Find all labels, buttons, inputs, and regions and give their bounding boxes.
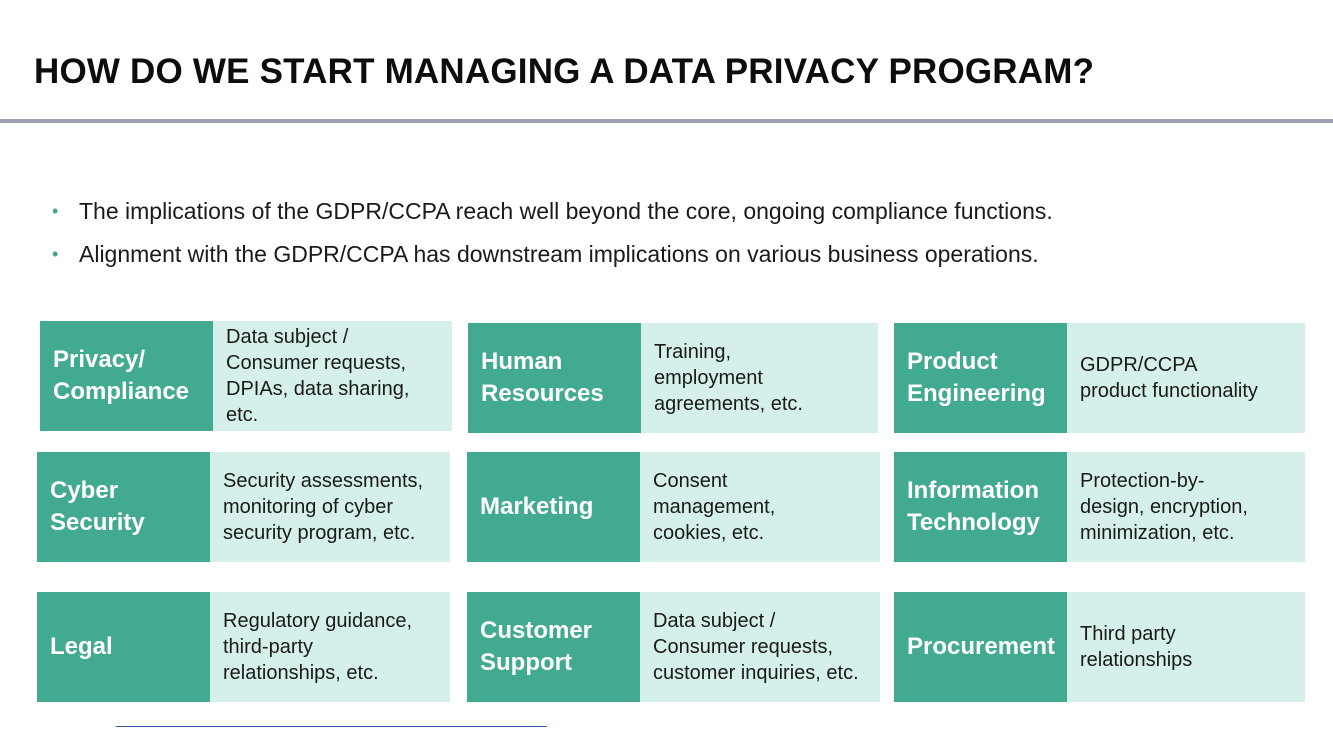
bullet-item: • The implications of the GDPR/CCPA reac…: [50, 190, 1053, 233]
card-marketing: Marketing Consent management, cookies, e…: [467, 452, 880, 562]
card-description: Security assessments, monitoring of cybe…: [210, 452, 450, 562]
bullet-text: Alignment with the GDPR/CCPA has downstr…: [79, 241, 1039, 267]
card-description-text: Regulatory guidance, third-party relatio…: [223, 610, 413, 684]
footer-link-underline: [116, 726, 547, 727]
card-heading-text: Human Resources: [481, 348, 604, 407]
card-heading-text: Procurement: [907, 633, 1056, 660]
bullet-dot-icon: •: [52, 201, 59, 221]
card-heading-text: Marketing: [480, 493, 594, 520]
card-heading-text: Legal: [50, 633, 113, 660]
card-description-text: Data subject / Consumer requests, DPIAs,…: [226, 326, 410, 426]
card-procurement: Procurement Third party relationships: [894, 592, 1305, 702]
card-heading: Legal: [37, 592, 210, 702]
card-description-text: Security assessments, monitoring of cybe…: [223, 470, 424, 544]
card-customer-support: Customer Support Data subject / Consumer…: [467, 592, 880, 702]
card-heading-text: Customer Support: [480, 617, 593, 676]
card-human-resources: Human Resources Training, employment agr…: [468, 323, 878, 433]
card-description: Training, employment agreements, etc.: [641, 323, 878, 433]
card-description-text: Protection-by- design, encryption, minim…: [1080, 470, 1248, 544]
bullet-text: The implications of the GDPR/CCPA reach …: [79, 198, 1053, 224]
card-heading: Marketing: [467, 452, 640, 562]
card-product-engineering: Product Engineering GDPR/CCPA product fu…: [894, 323, 1305, 433]
card-heading-text: Privacy/ Compliance: [53, 346, 190, 405]
bullet-item: • Alignment with the GDPR/CCPA has downs…: [50, 233, 1053, 276]
bullet-dot-icon: •: [52, 244, 59, 264]
card-heading-text: Information Technology: [907, 477, 1040, 536]
card-description-text: Consent management, cookies, etc.: [653, 470, 776, 544]
card-description-text: Third party relationships: [1080, 623, 1193, 671]
card-information-technology: Information Technology Protection-by- de…: [894, 452, 1305, 562]
card-description: Data subject / Consumer requests, DPIAs,…: [213, 321, 452, 431]
card-heading: Information Technology: [894, 452, 1067, 562]
card-description-text: Training, employment agreements, etc.: [654, 341, 803, 415]
card-description-text: GDPR/CCPA product functionality: [1080, 354, 1258, 402]
card-description: GDPR/CCPA product functionality: [1067, 323, 1305, 433]
card-heading: Cyber Security: [37, 452, 210, 562]
card-privacy-compliance: Privacy/ Compliance Data subject / Consu…: [40, 321, 452, 431]
card-description-text: Data subject / Consumer requests, custom…: [653, 610, 859, 684]
card-heading-text: Cyber Security: [50, 477, 145, 536]
card-description: Regulatory guidance, third-party relatio…: [210, 592, 450, 702]
title-divider: [0, 119, 1333, 123]
card-heading-text: Product Engineering: [907, 348, 1046, 407]
card-description: Third party relationships: [1067, 592, 1305, 702]
card-heading: Human Resources: [468, 323, 641, 433]
card-heading: Customer Support: [467, 592, 640, 702]
page-title: HOW DO WE START MANAGING A DATA PRIVACY …: [34, 52, 1095, 91]
card-legal: Legal Regulatory guidance, third-party r…: [37, 592, 450, 702]
card-description: Protection-by- design, encryption, minim…: [1067, 452, 1305, 562]
card-heading: Product Engineering: [894, 323, 1067, 433]
card-description: Data subject / Consumer requests, custom…: [640, 592, 880, 702]
card-description: Consent management, cookies, etc.: [640, 452, 880, 562]
card-heading: Privacy/ Compliance: [40, 321, 213, 431]
card-heading: Procurement: [894, 592, 1067, 702]
card-cyber-security: Cyber Security Security assessments, mon…: [37, 452, 450, 562]
bullet-list: • The implications of the GDPR/CCPA reac…: [50, 190, 1053, 276]
